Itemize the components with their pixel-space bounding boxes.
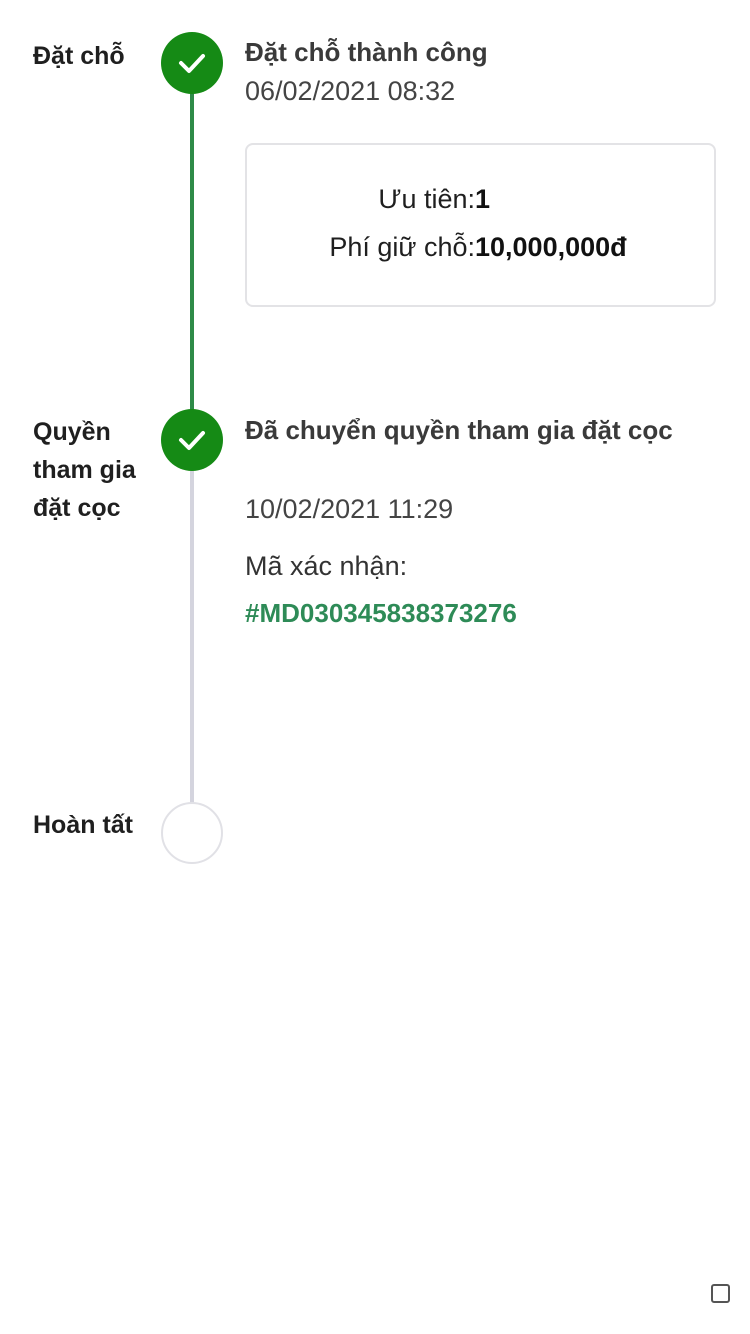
step-2-label: Quyền tham gia đặt cọc: [33, 418, 136, 522]
step-2-node: [161, 409, 223, 471]
timeline-line-pending: [190, 470, 194, 804]
confirmation-code: #MD030345838373276: [245, 598, 517, 628]
step-1-title: Đặt chỗ thành công: [245, 37, 488, 67]
step-2-title: Đã chuyển quyền tham gia đặt cọc: [245, 415, 673, 445]
checkbox-icon[interactable]: [711, 1284, 730, 1303]
fee-value: 10,000,000đ: [475, 232, 627, 262]
timeline-line-completed: [190, 93, 194, 411]
fee-label: Phí giữ chỗ:: [329, 232, 475, 262]
priority-label: Ưu tiên:: [378, 184, 475, 214]
booking-info-card: Ưu tiên: 1 Phí giữ chỗ: 10,000,000đ: [245, 143, 716, 307]
priority-value: 1: [475, 184, 491, 214]
step-1-time: 06/02/2021 08:32: [245, 76, 456, 106]
confirmation-label: Mã xác nhận:: [245, 551, 408, 581]
check-icon: [179, 54, 205, 73]
step-3-label: Hoàn tất: [33, 811, 133, 839]
step-2-time: 10/02/2021 11:29: [245, 494, 454, 524]
step-1-label: Đặt chỗ: [33, 42, 125, 70]
step-3-node: [161, 802, 223, 864]
step-1-node: [161, 32, 223, 94]
check-icon: [179, 431, 205, 450]
